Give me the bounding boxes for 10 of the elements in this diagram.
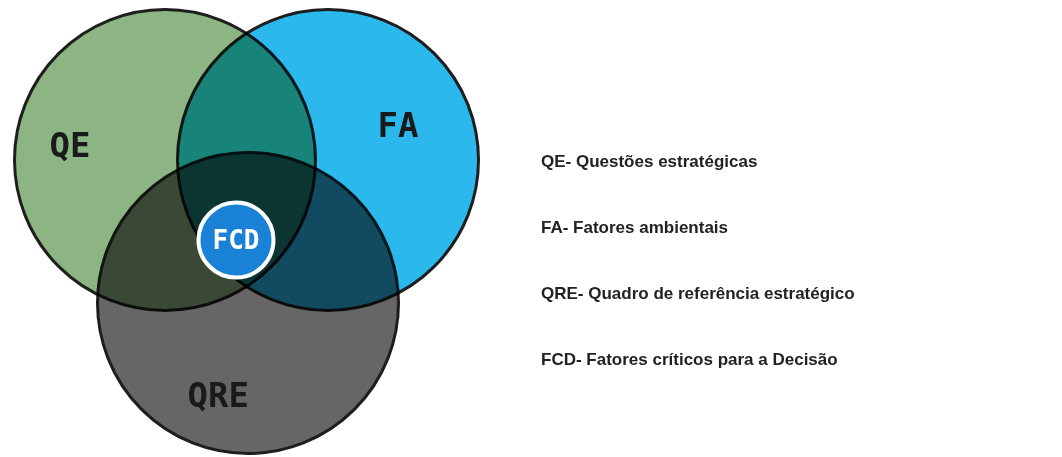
circle-label: FA [377, 108, 419, 142]
circle-label: QE [49, 128, 91, 162]
circle-label: FCD [212, 227, 260, 253]
legend-text: QRE- Quadro de referência estratégico [541, 284, 855, 304]
legend-text: FCD- Fatores críticos para a Decisão [541, 350, 838, 370]
circle-label: QRE [187, 378, 249, 412]
center-circle [197, 201, 275, 279]
legend-text: FA- Fatores ambientais [541, 218, 729, 238]
legend-text: QE- Questões estratégicas [541, 152, 758, 172]
venn-circle [176, 8, 480, 312]
